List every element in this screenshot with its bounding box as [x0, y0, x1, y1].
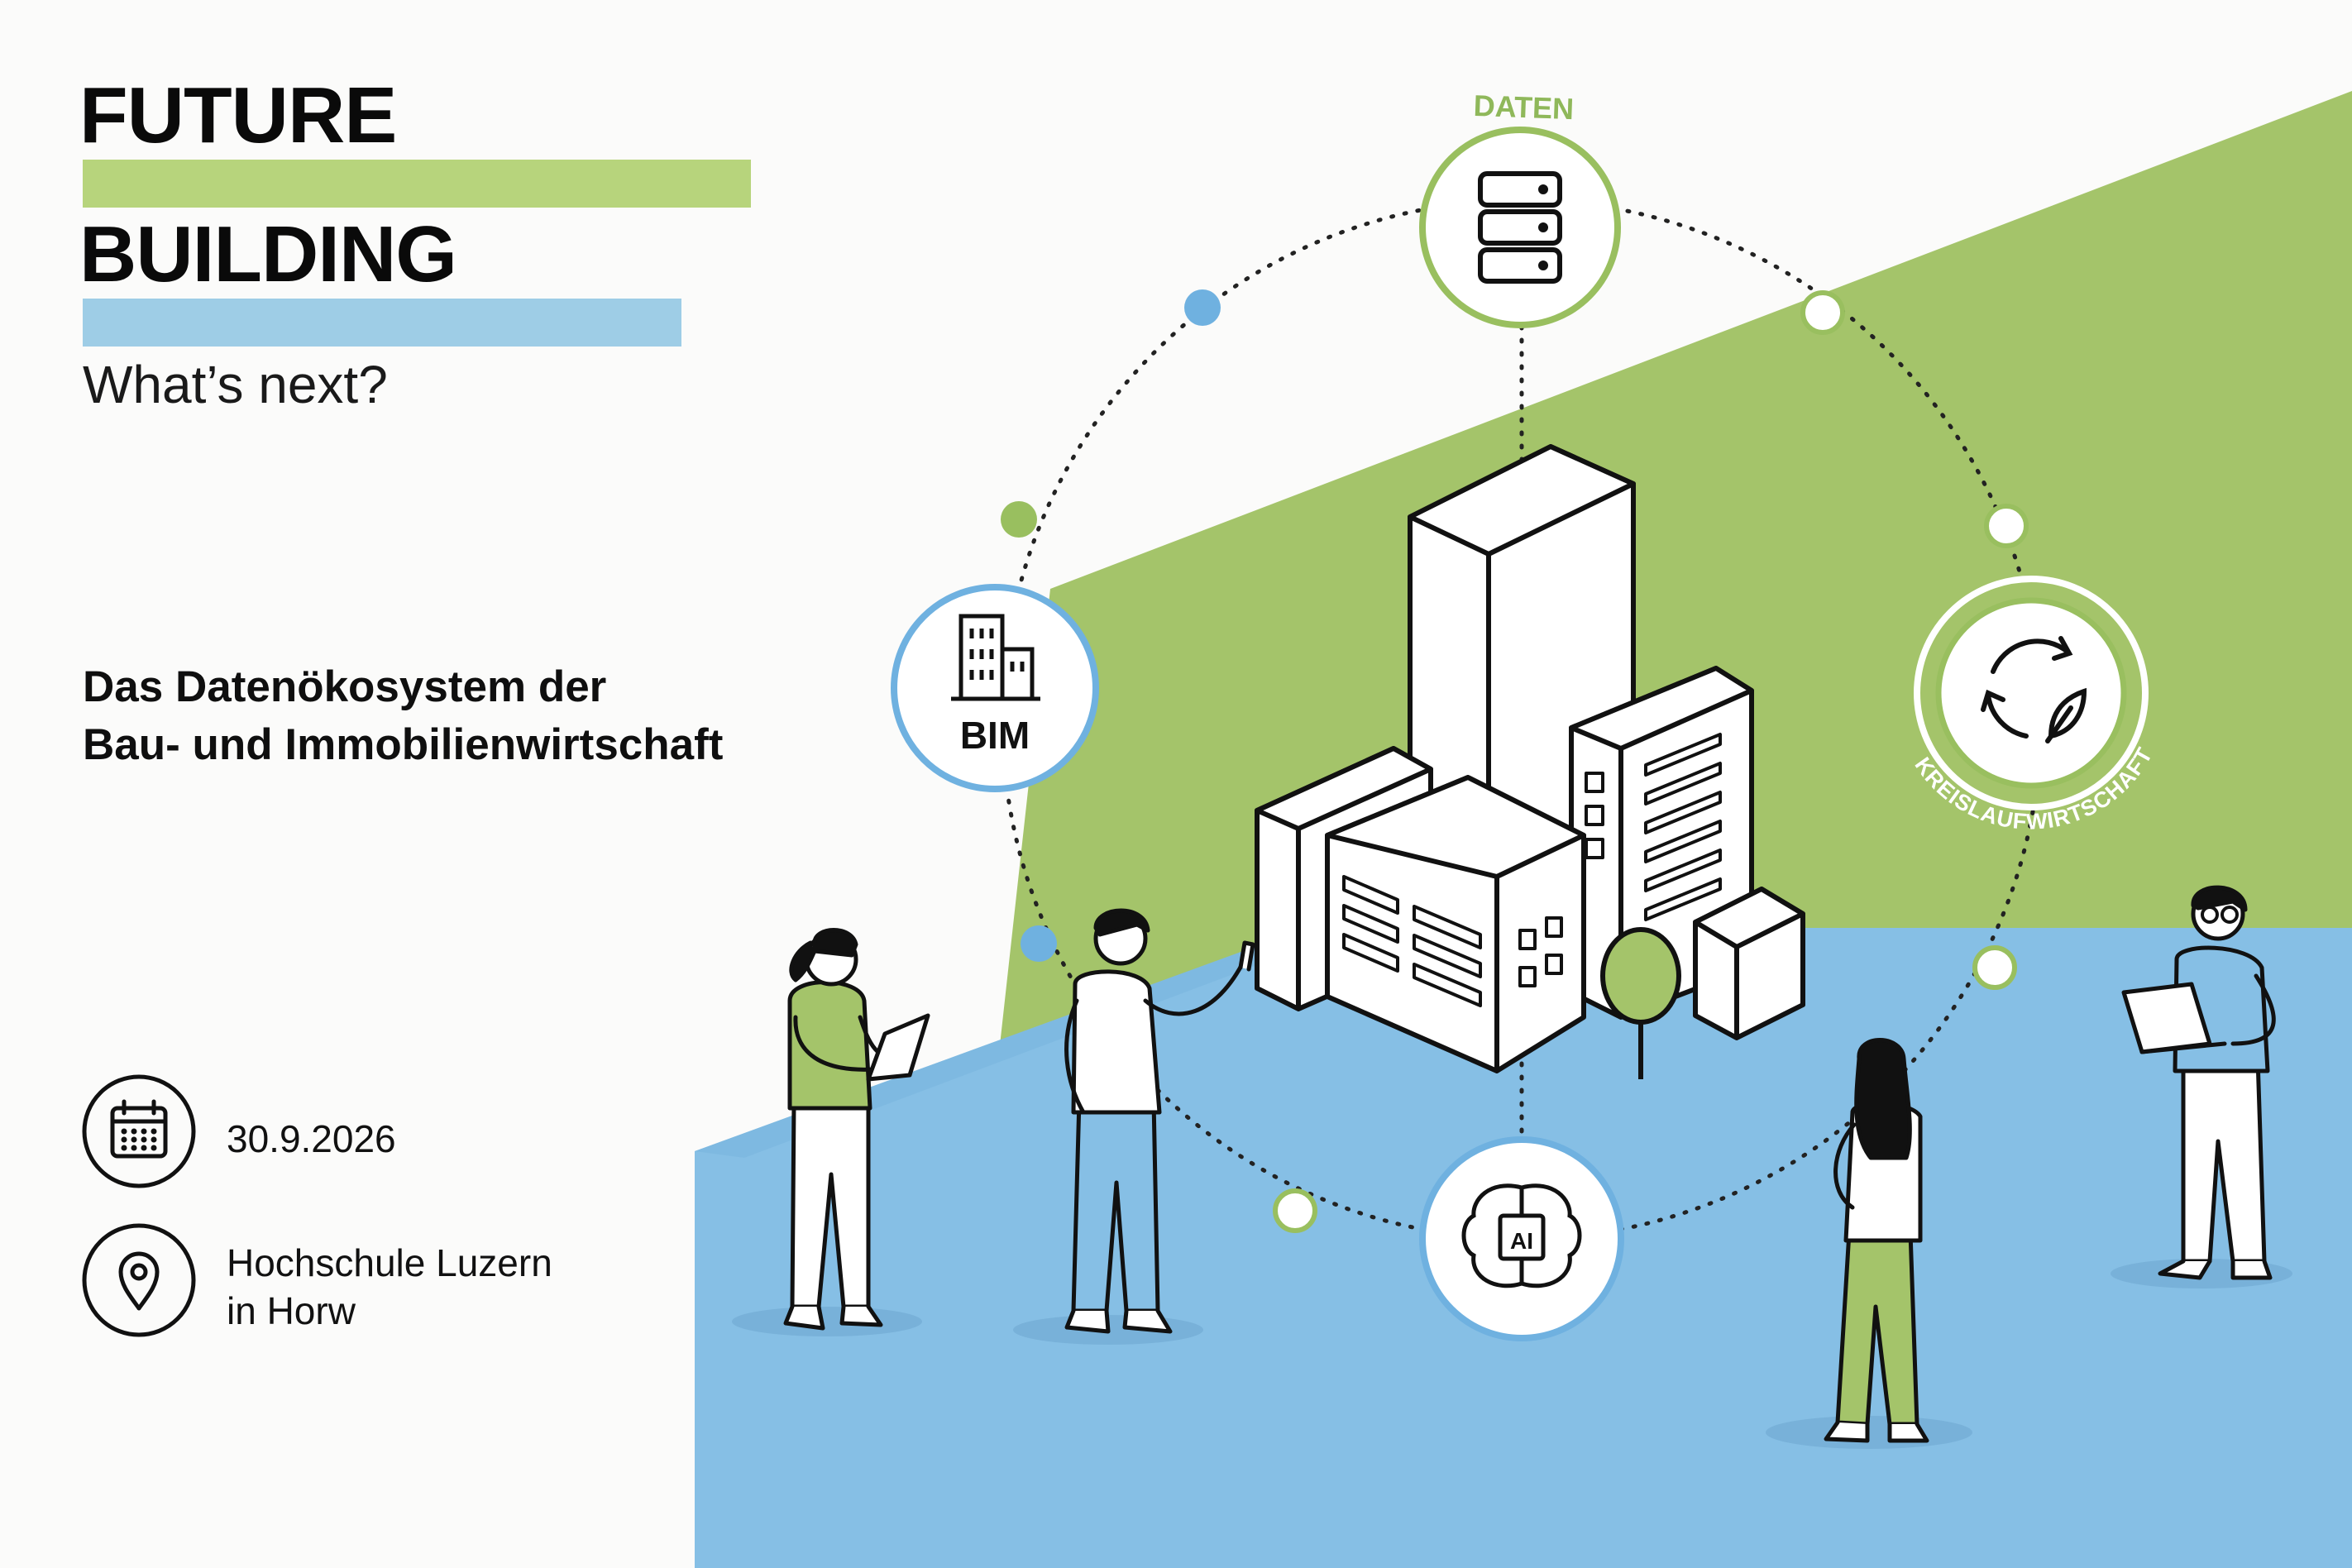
accent-bar-blue: [83, 299, 681, 347]
ring-dot-open-right: [1984, 504, 2029, 548]
front-building: [1325, 775, 1586, 1073]
node-daten-label: DATEN: [1473, 88, 1575, 126]
event-location-line-1: Hochschule Luzern: [227, 1241, 552, 1284]
recycle-leaf-icon: [1981, 636, 2087, 743]
location-pin-icon: [82, 1223, 196, 1337]
subtitle: What’s next?: [83, 355, 388, 414]
ring-dot-open-topright: [1800, 290, 1845, 335]
ring-dot-open-lowright: [1972, 945, 2017, 990]
description-line-2: Bau- und Immobilienwirtschaft: [83, 720, 724, 769]
node-bim: BIM: [891, 584, 1099, 792]
node-ai-label: AI: [1510, 1228, 1533, 1254]
building-cluster: [1255, 444, 1805, 1073]
accent-bar-green: [83, 160, 751, 208]
title-building: BUILDING: [79, 210, 457, 299]
ring-dot-blue-left: [1021, 925, 1057, 962]
person-man-laptop: [2111, 885, 2292, 1288]
node-daten: [1419, 127, 1621, 328]
node-kreislaufwirtschaft: [1914, 576, 2149, 810]
node-bim-label: BIM: [960, 714, 1030, 757]
database-icon: [1478, 171, 1562, 284]
ring-dot-green-left: [1001, 501, 1037, 538]
person-woman-tablet: [732, 928, 930, 1336]
ai-brain-icon: [1461, 1183, 1582, 1288]
small-cube-right: [1693, 887, 1805, 1040]
node-ai: AI: [1419, 1136, 1624, 1341]
calendar-icon: [82, 1074, 196, 1188]
building-icon: [951, 614, 1040, 701]
event-date: 30.9.2026: [227, 1117, 396, 1160]
title-future: FUTURE: [79, 71, 397, 160]
person-man-pointing: [1013, 908, 1255, 1345]
ring-dot-open-bottomleft: [1273, 1188, 1317, 1233]
tree: [1600, 927, 1681, 1079]
description-line-1: Das Datenökosystem der: [83, 662, 607, 711]
event-location-line-2: in Horw: [227, 1289, 356, 1332]
ring-dot-blue-top: [1184, 289, 1221, 326]
person-woman-back: [1766, 1038, 1972, 1449]
